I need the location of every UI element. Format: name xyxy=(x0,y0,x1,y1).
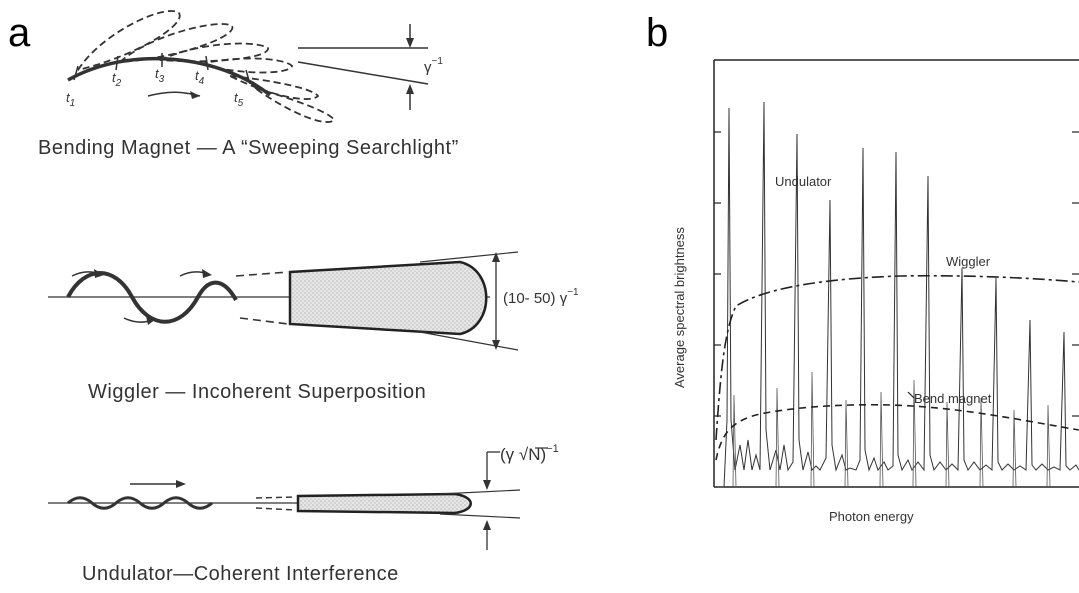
time-label-3: t3 xyxy=(155,66,165,85)
undulator-spectrum xyxy=(718,101,1079,488)
panel-a-label: a xyxy=(8,11,31,55)
panel-b-label: b xyxy=(646,11,668,55)
time-label-1: t1 xyxy=(66,90,75,109)
wiggler-curve xyxy=(715,274,1079,441)
time-label-5: t5 xyxy=(234,90,244,109)
undulator-series-label: Undulator xyxy=(775,174,832,189)
bend-magnet-curve xyxy=(715,403,1079,461)
bend-magnet-series-label: Bend magnet xyxy=(914,391,992,406)
undulator-radiation-cone xyxy=(296,492,472,515)
bending-magnet-caption: Bending Magnet — A “Sweeping Searchlight… xyxy=(38,137,459,159)
spectrum-chart: Undulator Wiggler Bend magnet Photon ene… xyxy=(672,59,1079,524)
wiggler-diagram: (10- 50) γ−1 xyxy=(48,251,579,351)
radiation-lobes xyxy=(77,10,336,123)
wiggler-radiation-fan xyxy=(288,260,488,336)
gamma-label: γ−1 xyxy=(424,56,443,76)
angle-line-lower xyxy=(297,61,429,85)
bending-magnet-diagram: t1 t2 t3 t4 t5 γ−1 xyxy=(66,10,443,123)
undulator-trajectory xyxy=(67,496,213,510)
time-label-4: t4 xyxy=(195,68,205,87)
wiggler-caption: Wiggler — Incoherent Superposition xyxy=(88,381,426,403)
wiggler-angle-label: (10- 50) γ−1 xyxy=(503,287,579,307)
wiggler-series-label: Wiggler xyxy=(946,254,991,269)
x-axis-label: Photon energy xyxy=(829,509,914,524)
undulator-diagram: (γ √N)−1 xyxy=(48,443,559,550)
time-label-2: t2 xyxy=(112,70,122,89)
y-axis-label: Average spectral brightness xyxy=(672,227,687,388)
undulator-angle-label: (γ √N)−1 xyxy=(500,443,559,464)
undulator-caption: Undulator—Coherent Interference xyxy=(82,563,399,585)
